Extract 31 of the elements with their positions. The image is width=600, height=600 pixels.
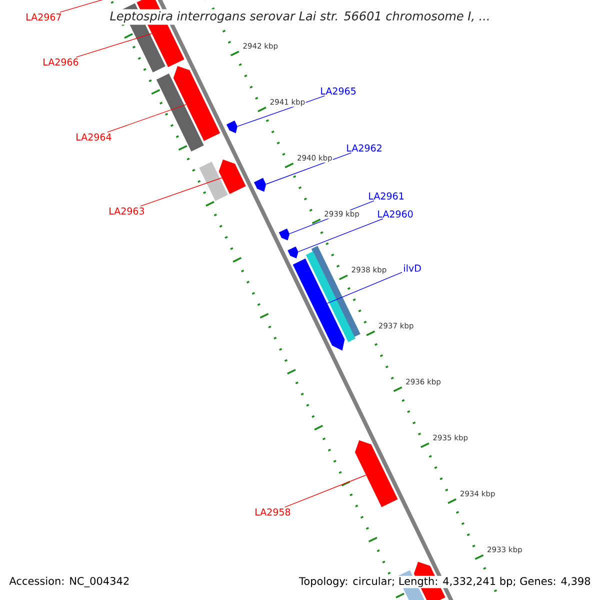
leader-line bbox=[284, 474, 366, 508]
leader-line bbox=[266, 152, 352, 184]
gene-label: LA2964 bbox=[76, 133, 112, 141]
gene-block bbox=[288, 246, 298, 258]
gene-block bbox=[156, 73, 204, 152]
title: Leptospira interrogans serovar Lai str. 56601 chromosome I, ... bbox=[108, 9, 492, 25]
leader-line bbox=[327, 272, 402, 304]
leader-line bbox=[107, 104, 186, 133]
gene-label: LA2962 bbox=[347, 144, 382, 152]
gene-block bbox=[254, 178, 266, 192]
gene-label: LA2960 bbox=[378, 210, 413, 218]
gene-label: LA2961 bbox=[369, 192, 404, 200]
gene-block bbox=[226, 120, 238, 134]
leader-line bbox=[298, 218, 384, 252]
gene-label: LA2963 bbox=[110, 207, 144, 215]
leader-line bbox=[237, 95, 325, 127]
gene-label: LA2958 bbox=[256, 508, 290, 516]
gene-block bbox=[354, 440, 398, 508]
gene-label: ilvD bbox=[404, 264, 421, 272]
gene-block bbox=[173, 66, 220, 141]
gene-block bbox=[199, 162, 228, 202]
leader-line bbox=[76, 33, 152, 58]
gene-label: LA2965 bbox=[321, 87, 356, 95]
gene-block bbox=[218, 160, 246, 194]
gene-label: LA2967 bbox=[26, 13, 61, 21]
gene-label: LA2966 bbox=[44, 58, 78, 66]
gene-block bbox=[292, 258, 345, 351]
gene-block bbox=[278, 228, 290, 240]
leader-line bbox=[140, 178, 222, 207]
footer-text: Accession: NC_004342 bbox=[9, 576, 129, 588]
footer-text: Topology: circular; Length: 4,332,241 bp; Genes: 4,398 bbox=[298, 576, 592, 588]
